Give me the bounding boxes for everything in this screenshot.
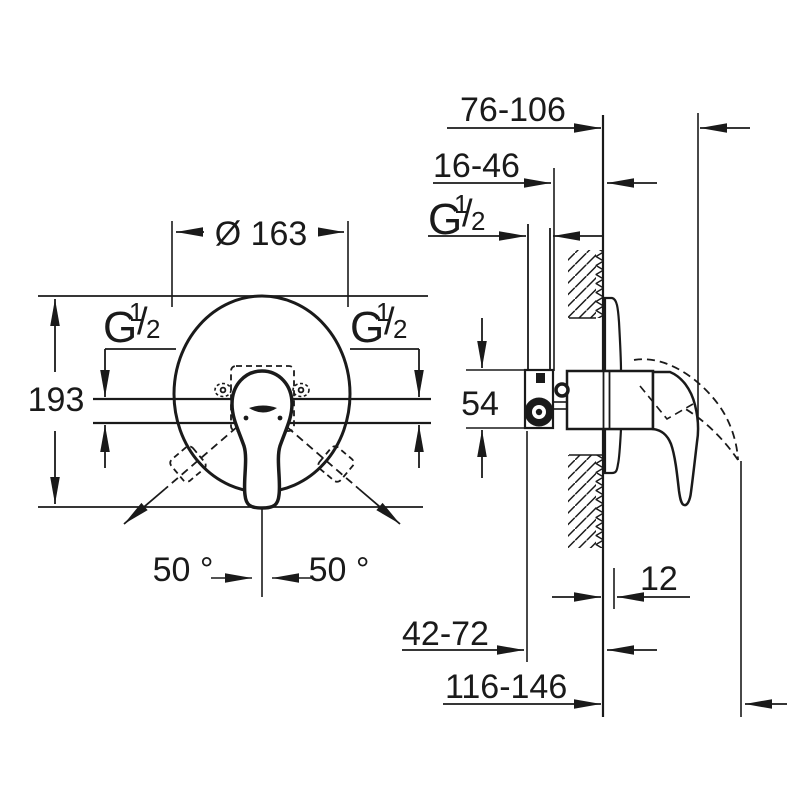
thread-label-front-left: G1/2 — [103, 297, 160, 352]
dim-label-body-height: 54 — [461, 385, 499, 423]
dim-body-height: 54 — [461, 318, 524, 478]
connection-outline-right — [317, 445, 355, 483]
dim-label-diameter: Ø 163 — [215, 215, 308, 253]
lever-mouth-mark — [249, 405, 277, 413]
thread-label-side: G1/2 — [428, 189, 485, 244]
lever-handle-side — [651, 370, 700, 507]
lever-dot-right — [277, 415, 283, 421]
escutcheon-side-profile — [603, 296, 623, 475]
lever-handle-open-position — [633, 358, 739, 461]
handle-swing-range: 50 ° 50 ° — [123, 426, 401, 597]
dim-label-concealed-depth: 42-72 — [402, 615, 489, 653]
connection-outline-left — [169, 445, 207, 483]
lever-handle-front — [230, 369, 294, 510]
lever-dot-left — [243, 415, 249, 421]
dim-escutcheon-diameter: Ø 163 — [171, 213, 349, 307]
dim-depth-range: 76-106 — [447, 91, 750, 133]
dim-label-handle-projection: 116-146 — [445, 668, 567, 706]
dim-label-angle-right: 50 ° — [309, 551, 370, 589]
screw-side — [554, 382, 570, 398]
dim-thread-right: G1/2 — [350, 297, 424, 468]
dim-overall-height: 193 — [27, 299, 85, 504]
front-view: 193 Ø 163 G1/2 — [27, 213, 431, 597]
dim-thread-left: G1/2 — [100, 297, 176, 468]
side-view: 54 76-106 16-46 G1/2 12 — [402, 91, 787, 717]
dim-thread-side: G1/2 — [428, 189, 603, 244]
dim-handle-projection: 116-146 — [443, 668, 787, 709]
screw-left — [214, 382, 232, 398]
dim-label-inlet-depth: 16-46 — [433, 147, 520, 185]
dim-label-plate-thickness: 12 — [640, 560, 678, 598]
thread-label-front-right: G1/2 — [350, 297, 407, 352]
dim-inlet-depth: 16-46 — [433, 147, 657, 188]
dim-label-height: 193 — [28, 381, 85, 419]
wall-hatch-lower — [568, 454, 604, 548]
dim-plate-thickness: 12 — [552, 560, 690, 602]
dim-concealed-depth: 42-72 — [402, 615, 657, 655]
wall-hatch-upper — [568, 250, 604, 319]
supply-elbow — [523, 368, 570, 430]
screw-right — [292, 382, 310, 398]
dim-label-angle-left: 50 ° — [153, 551, 214, 589]
dim-label-depth-range: 76-106 — [460, 91, 566, 129]
